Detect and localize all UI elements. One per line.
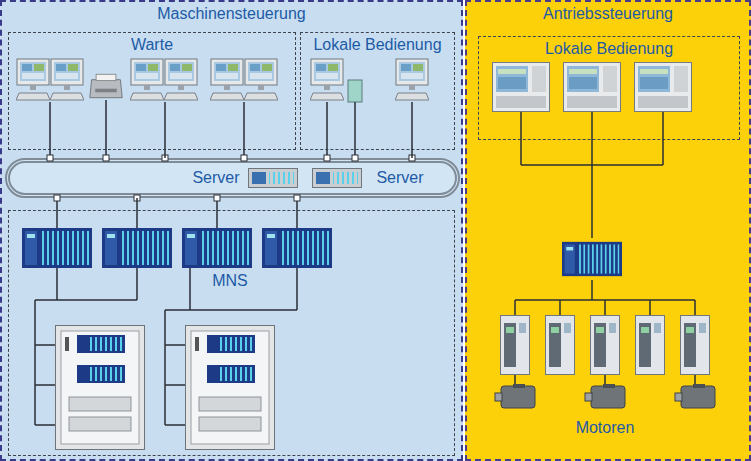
drive-unit xyxy=(591,316,620,375)
motor xyxy=(585,384,625,408)
ring-port xyxy=(352,155,358,161)
control-cabinet xyxy=(56,326,275,450)
workstation xyxy=(50,59,84,100)
printer xyxy=(90,74,122,97)
operator-panel xyxy=(493,63,550,112)
server xyxy=(313,169,362,188)
group-title: MNS xyxy=(200,271,260,291)
network-line xyxy=(164,150,166,158)
device xyxy=(348,80,362,102)
group-box: Lokale Bedienung xyxy=(300,32,455,150)
ring-port xyxy=(47,155,415,201)
ring-port xyxy=(294,195,300,201)
network-ring: Server Server xyxy=(5,158,460,198)
workstation xyxy=(16,59,429,100)
ring-port xyxy=(324,155,330,161)
drive-unit xyxy=(546,316,575,375)
ring-port xyxy=(241,155,247,161)
plc-rack xyxy=(262,228,332,268)
motor xyxy=(495,384,715,408)
motor xyxy=(495,384,535,408)
group-title: Lokale Bedienung xyxy=(479,39,739,59)
network-wire xyxy=(515,375,695,384)
ring-port xyxy=(54,195,60,201)
ring-port xyxy=(103,155,109,161)
group-title: Antriebssteuerung xyxy=(467,4,749,24)
plc-rack xyxy=(182,228,252,268)
drive-unit xyxy=(501,316,710,375)
control-region: Warte Lokale BedienungServer ServerMNS Masc… xyxy=(0,0,463,461)
plc-rack xyxy=(562,242,622,276)
server xyxy=(249,169,362,188)
operator-panel xyxy=(635,63,692,112)
server xyxy=(249,169,298,188)
ring-port xyxy=(409,155,415,161)
network-wire xyxy=(165,268,297,425)
ring-port xyxy=(134,195,140,201)
group-box: Warte xyxy=(8,32,296,150)
control-region: Lokale Bedienung Antriebssteuerung xyxy=(465,0,751,461)
server-label: Server xyxy=(183,168,249,188)
network-wire xyxy=(35,100,695,425)
workstation xyxy=(244,59,278,100)
plc-rack xyxy=(102,228,172,268)
server-label: Server xyxy=(367,168,433,188)
drive-unit xyxy=(681,316,710,375)
control-cabinet xyxy=(186,326,275,450)
operator-panel xyxy=(564,63,621,112)
drive-unit xyxy=(501,316,530,375)
network-wire xyxy=(521,112,663,238)
network-wire xyxy=(35,268,137,425)
control-cabinet xyxy=(56,326,145,450)
operator-panel xyxy=(493,63,692,112)
plc-rack xyxy=(22,228,622,276)
ring-port xyxy=(214,195,220,201)
network-wire xyxy=(57,198,297,228)
workstation xyxy=(130,59,164,100)
network-line xyxy=(136,198,138,210)
group-title: Maschinensteuerung xyxy=(2,4,461,24)
ring-port xyxy=(47,155,53,161)
group-label: Motoren xyxy=(555,418,655,438)
ring-port xyxy=(162,155,168,161)
network-wire xyxy=(515,280,695,315)
workstation xyxy=(164,59,198,100)
motor xyxy=(675,384,715,408)
group-title: Warte xyxy=(9,35,295,55)
workstation xyxy=(395,59,429,100)
plc-rack xyxy=(22,228,92,268)
workstation xyxy=(210,59,244,100)
group-box: Lokale Bedienung xyxy=(478,36,740,140)
network-wire xyxy=(50,100,412,158)
workstation xyxy=(310,59,344,100)
workstation xyxy=(16,59,50,100)
network-line xyxy=(411,150,413,158)
group-title: Lokale Bedienung xyxy=(301,35,454,55)
printer xyxy=(90,74,122,97)
drive-unit xyxy=(636,316,665,375)
group-box: MNS xyxy=(8,210,455,456)
